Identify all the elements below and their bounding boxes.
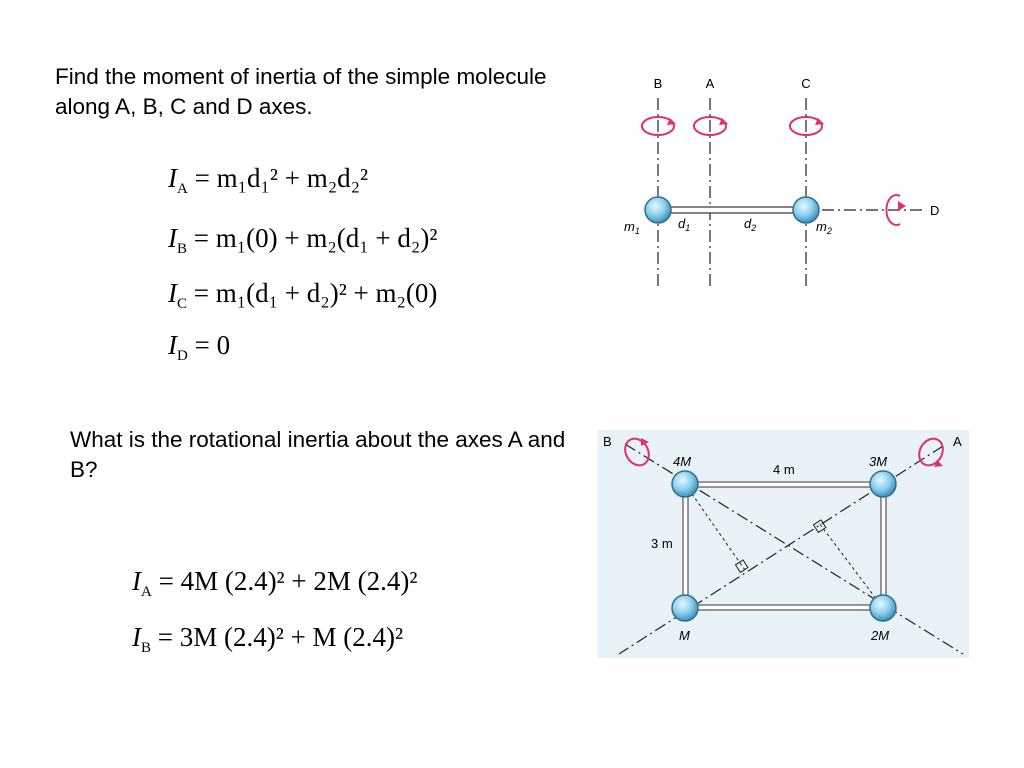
rotation-arrow-icon xyxy=(624,437,944,467)
molecule-diagram: B A C D m1 d1 d2 m2 xyxy=(624,76,939,288)
mass-label-4m: 4M xyxy=(673,454,691,469)
mass-label-m2: m2 xyxy=(816,219,832,236)
rotation-arrow-icon xyxy=(641,116,901,226)
rotation-arrowhead-icon xyxy=(667,118,906,211)
distance-label-d1: d1 xyxy=(678,216,690,233)
molecule-rod xyxy=(657,206,807,214)
equation-ia-1: IA = m₁d₁² + m₂d₂² xyxy=(168,163,369,197)
mass-ball-2 xyxy=(792,196,820,224)
axis-d-label: D xyxy=(930,203,939,218)
mass-label-m1: m1 xyxy=(624,219,640,236)
mass-ball-m xyxy=(671,594,699,622)
axis-a-label: A xyxy=(953,434,962,449)
axis-b-label: B xyxy=(654,76,663,91)
mass-ball-3m xyxy=(869,470,897,498)
mass-label-3m: 3M xyxy=(869,454,887,469)
mass-ball-1 xyxy=(644,196,672,224)
rotation-arrowhead-icon xyxy=(641,438,943,467)
equation-ia-2: IA = 4M (2.4)² + 2M (2.4)² xyxy=(132,566,418,600)
mass-ball-4m xyxy=(671,470,699,498)
equation-ic-1: IC = m₁(d₁ + d₂)² + m₂(0) xyxy=(168,278,438,312)
question-2-text: What is the rotational inertia about the… xyxy=(70,427,566,482)
question-1-text: Find the moment of inertia of the simple… xyxy=(55,64,547,119)
side-label-4m: 4 m xyxy=(773,462,795,477)
equation-id-1: ID = 0 xyxy=(168,330,231,364)
mass-label-2m: 2M xyxy=(870,628,889,643)
axis-b-label: B xyxy=(603,434,612,449)
rectangle-masses-diagram: B A 4M 3M M 2M 4 m 3 m xyxy=(597,430,969,658)
mass-ball-2m xyxy=(869,594,897,622)
side-label-3m: 3 m xyxy=(651,536,673,551)
equation-ib-1: IB = m₁(0) + m₂(d₁ + d₂)² xyxy=(168,223,438,257)
axis-c-label: C xyxy=(801,76,810,91)
figure-background xyxy=(597,430,969,658)
axis-a-line xyxy=(618,445,944,655)
axis-a-label: A xyxy=(706,76,715,91)
mass-label-m: M xyxy=(679,628,690,643)
distance-label-d2: d2 xyxy=(744,216,756,233)
equation-ib-2: IB = 3M (2.4)² + M (2.4)² xyxy=(132,622,404,656)
